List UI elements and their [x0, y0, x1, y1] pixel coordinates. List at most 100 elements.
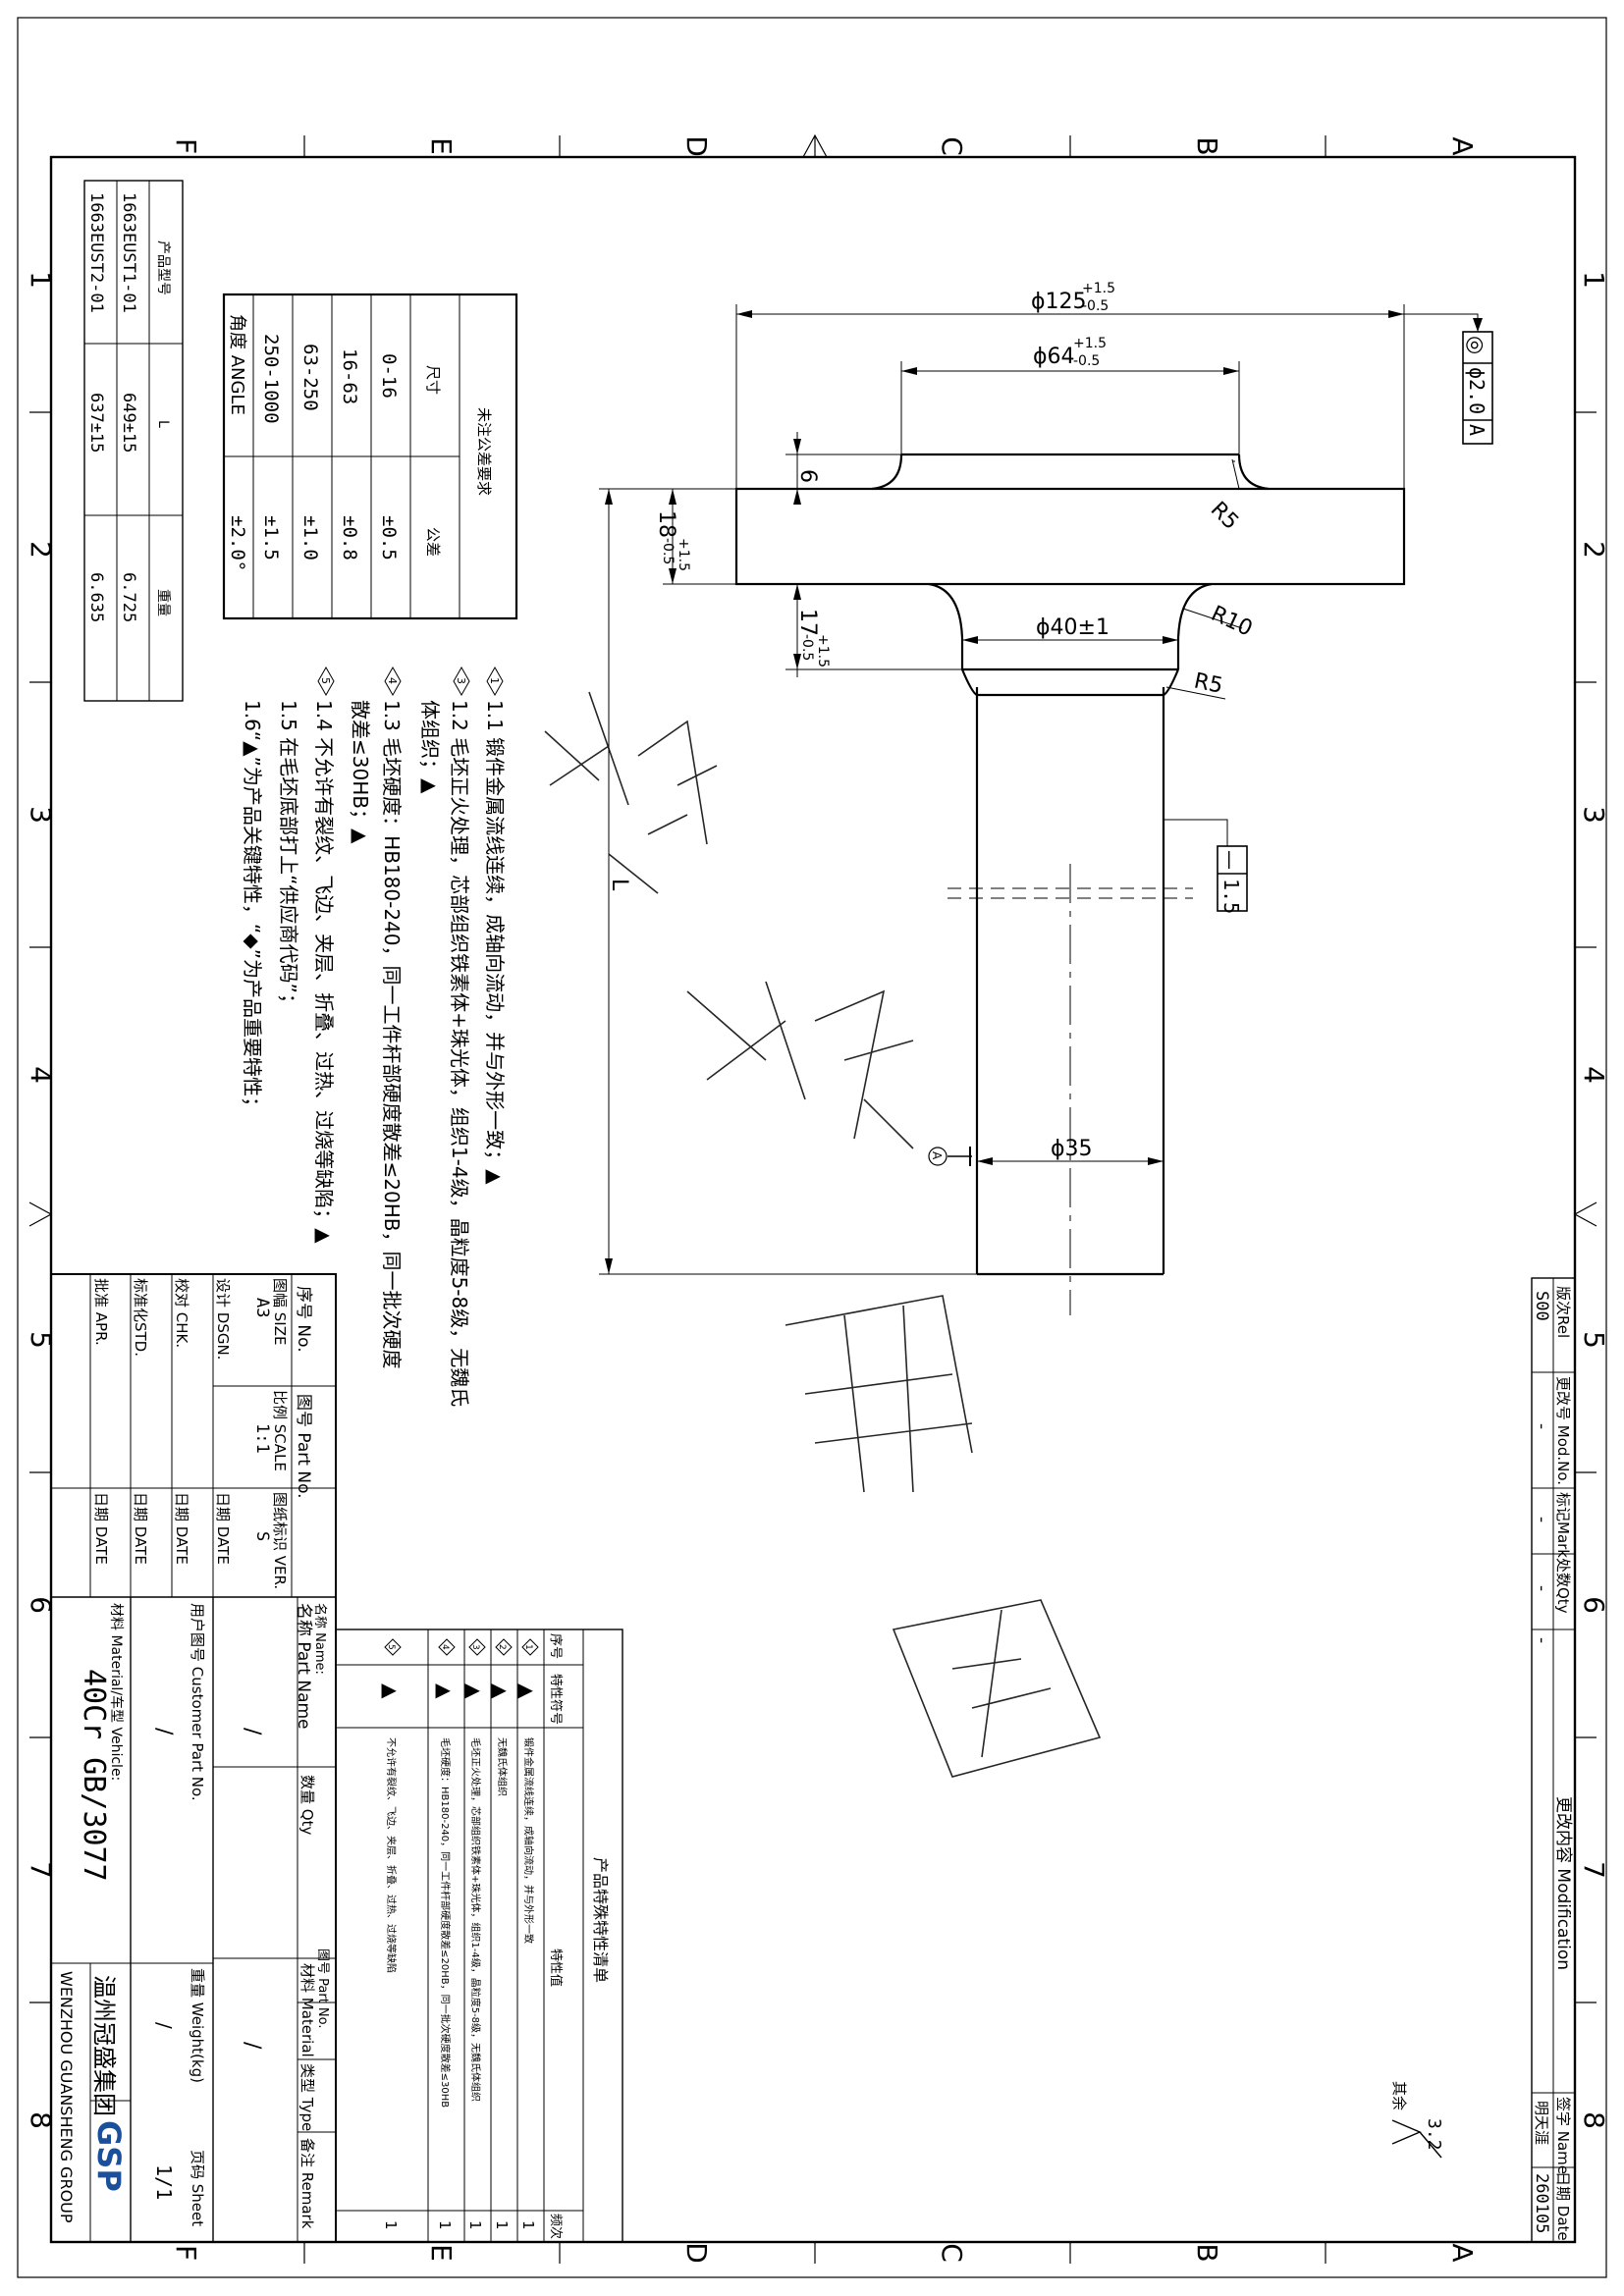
- table-cell: 649±15: [119, 393, 138, 453]
- zone-number: 5: [25, 1331, 57, 1349]
- tb-date-label: 日期 DATE: [132, 1492, 149, 1565]
- dim-d35: ϕ35: [1051, 1137, 1093, 1161]
- flatness-frame: — 1.5: [1217, 845, 1248, 914]
- char-value: 锻件金属流线连续，成轴向流动，并与外形一致: [522, 1737, 535, 1944]
- note-marker: 4: [386, 677, 399, 684]
- dim-r10: R10: [1207, 602, 1256, 642]
- dim-t6: 6: [795, 469, 820, 483]
- characteristics-table: 产品特殊特性清单 序号 特性符号 特性值 频次 1 ▲ 锻件金属流线连续，成轴向…: [335, 1629, 623, 2243]
- dim-d40: ϕ40±1: [1036, 615, 1110, 640]
- tb-material-value: 40Cr GB/3077: [77, 1669, 111, 1882]
- char-row: 4 ▲ 毛坯硬度：HB180-240，同一工件杆部硬度散差≤20HB，同一批次硬…: [433, 1638, 457, 2230]
- tb-sheet-value: 1/1: [152, 2164, 176, 2200]
- table-cell: 16-63: [339, 348, 360, 404]
- char-symbol: ▲: [462, 1683, 486, 1699]
- char-symbol: ▲: [379, 1683, 403, 1699]
- zone-number: 8: [25, 2111, 57, 2129]
- tb-part-name-label: 名称 Part Name: [294, 1603, 313, 1730]
- dim-d64-tol-up: +1.5: [1073, 336, 1107, 351]
- zone-letter: D: [680, 135, 713, 157]
- zone-letter: A: [1446, 136, 1479, 155]
- svg-text:2: 2: [497, 1644, 507, 1650]
- svg-text:1: 1: [523, 1644, 533, 1650]
- zone-number: 4: [25, 1066, 57, 1084]
- svg-text:图: 图: [1001, 1689, 1011, 1701]
- roughness-prefix: 其余: [1390, 2081, 1408, 2110]
- table-cell: 角度 ANGLE: [227, 314, 247, 415]
- tb-material-label: 材料 Material: [298, 1963, 316, 2057]
- note-line: 1.1 锻件金属流线连续，成轴向流动，并与外形一致；▲: [483, 700, 507, 1185]
- table-cell: 6.725: [119, 572, 138, 622]
- revision-header: 日期 Date: [1554, 2171, 1572, 2241]
- tb-part-no2-label: 图号 Part No.: [315, 1949, 330, 2029]
- char-symbol: ▲: [433, 1683, 457, 1699]
- char-value: 不允许有裂纹、飞边、夹层、折叠、过热、过烧等缺陷: [385, 1737, 398, 1973]
- variants-header: L: [155, 420, 171, 428]
- revision-cell: -: [1532, 1517, 1551, 1522]
- tb-no-label: 序号 No.: [294, 1286, 313, 1353]
- dim-d64-tol-dn: -0.5: [1073, 353, 1100, 369]
- zone-number: 8: [1578, 2111, 1610, 2129]
- tolerance-title: 未注公差要求: [475, 407, 493, 496]
- tb-weight-label: 重量 Weight(kg): [189, 1968, 206, 2083]
- char-symbol: ▲: [515, 1683, 539, 1699]
- tolerance-table: 未注公差要求 尺寸 公差 0-16 ±0.5 16-63 ±0.8 63-250…: [222, 293, 518, 620]
- zone-number: 1: [1578, 271, 1610, 289]
- dim-t17-tol-up: +1.5: [815, 634, 831, 667]
- note-marker: 3: [455, 677, 467, 684]
- table-cell: 250-1000: [260, 334, 282, 424]
- note-line: 1.6“▲”为产品关键特性，“◆”为产品重要特性；: [241, 700, 264, 1116]
- flatness-icon: —: [1218, 850, 1242, 870]
- tb-qty-label: 数量 Qty: [298, 1775, 316, 1835]
- dim-t17: 17: [795, 609, 820, 636]
- technical-notes: 1 1.1 锻件金属流线连续，成轴向流动，并与外形一致；▲ 1.2 毛坯正火处理…: [241, 666, 507, 1407]
- zone-number: 7: [25, 1861, 57, 1879]
- zone-letter: E: [425, 2244, 458, 2262]
- dim-t18-tol-dn: -0.5: [660, 538, 676, 564]
- dim-r5-top: R5: [1206, 498, 1243, 535]
- datum-label: A: [930, 1151, 944, 1160]
- dimension-lines: [599, 304, 1479, 1275]
- note-marker: 1: [488, 677, 501, 684]
- table-cell: 6.635: [86, 572, 106, 622]
- zone-letter: B: [1191, 136, 1223, 155]
- revision-cell: 260105: [1532, 2173, 1551, 2233]
- tb-dsgn-label: 设计 DSGN.: [214, 1278, 232, 1360]
- table-cell: 637±15: [86, 393, 106, 453]
- char-row: 5 ▲ 不允许有裂纹、飞边、夹层、折叠、过热、过烧等缺陷 1: [379, 1638, 403, 2230]
- char-qty: 1: [466, 2220, 484, 2230]
- characteristics-header: 特性符号: [548, 1674, 564, 1725]
- revision-header: 标记Mark: [1554, 1492, 1572, 1558]
- char-value: 无魏氏体组织: [496, 1737, 509, 1796]
- concentricity-datum: A: [1465, 424, 1489, 436]
- characteristics-title: 产品特殊特性清单: [591, 1857, 610, 1983]
- svg-text:用: 用: [884, 1386, 893, 1397]
- tb-company-en: WENZHOU GUANSHENG GROUP: [57, 1971, 76, 2223]
- zone-number: 3: [1578, 806, 1610, 824]
- dim-t18-tol-up: +1.5: [676, 538, 691, 571]
- characteristics-header: 频次: [548, 2214, 564, 2239]
- table-cell: ±1.5: [260, 515, 282, 561]
- tb-chk-label: 校对 CHK.: [173, 1278, 190, 1348]
- variants-header: 重量: [155, 589, 171, 616]
- note-line: 体组织；▲: [418, 700, 442, 794]
- char-qty: 1: [382, 2220, 400, 2230]
- table-cell: 1663EUST1-01: [119, 192, 138, 313]
- zone-letter: D: [680, 2242, 713, 2264]
- dim-d125: ϕ125: [1031, 290, 1087, 314]
- svg-text:价: 价: [805, 1061, 815, 1073]
- tb-size-label: 图幅 SIZE: [271, 1278, 289, 1345]
- zone-labels: A B C D E F A B C D E F 1 2 3 4 5 6 7 8 …: [25, 135, 1610, 2264]
- watermark-text: 报 价 用 图: [628, 756, 1011, 1701]
- tb-type-label: 类型 Type: [298, 2063, 316, 2131]
- note-line: 1.2 毛坯正火处理，芯部组织铁素体+珠光体，组织1-4级，晶粒度5-8级，无魏…: [448, 700, 471, 1407]
- concentricity-frame: ◎ ϕ2.0 A: [1462, 331, 1493, 445]
- zone-letter: B: [1191, 2243, 1223, 2262]
- tb-date-label: 日期 DATE: [173, 1492, 190, 1565]
- tb-ver-label: 图纸标识 VER.: [271, 1492, 289, 1589]
- zone-number: 1: [25, 271, 57, 289]
- char-row: 3 ▲ 毛坯正火处理，芯部组织铁素体+珠光体，组织1-4级，晶粒度5-8级，无魏…: [462, 1638, 486, 2230]
- tb-company-cn: 温州冠盛集团: [90, 1975, 118, 2116]
- char-value: 毛坯硬度：HB180-240，同一工件杆部硬度散差≤20HB，同一批次硬度散差≤…: [439, 1737, 452, 2108]
